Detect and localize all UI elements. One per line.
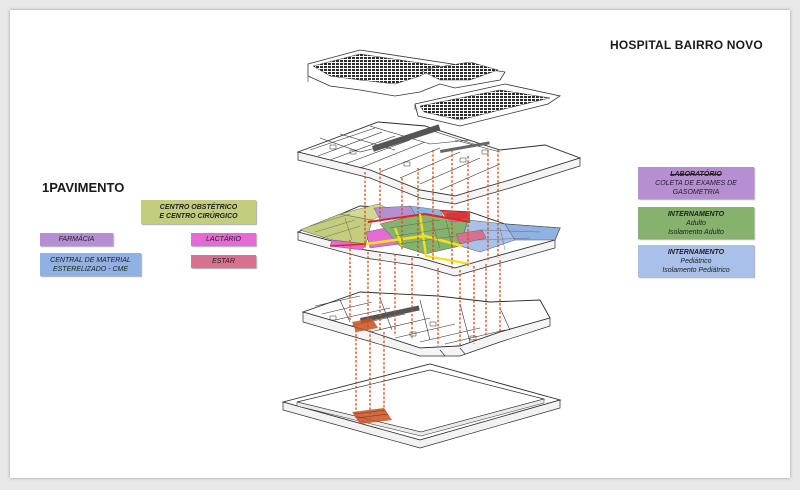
- legend-label: Isolamento Adulto: [668, 228, 724, 236]
- upper-floor: [296, 121, 582, 205]
- legend-laboratory: LABORATÓRIO COLETA DE EXAMES DE GASOMETR…: [638, 167, 754, 199]
- legend-label: COLETA DE EXAMES DE: [655, 179, 737, 187]
- floor-label: 1PAVIMENTO: [42, 180, 125, 195]
- legend-label: Adulto: [686, 219, 706, 227]
- exploded-axonometric-diagram: HOSPITAL BAIRRO NOVO 1PAVIMENTO CENTRO O…: [10, 10, 790, 478]
- legend-sterilized-material-center: CENTRAL DE MATERIAL ESTERELIZADO - CME: [40, 253, 141, 276]
- legend-label: ESTERELIZADO - CME: [52, 265, 129, 273]
- legend-pediatric-ward: INTERNAMENTO Pediátrico Isolamento Pediá…: [638, 245, 754, 277]
- legend-obstetric-surgical-center: CENTRO OBSTÉTRICO E CENTRO CIRÚRGICO: [141, 200, 256, 224]
- legend-label: Isolamento Pediátrico: [662, 266, 730, 274]
- basement-level: [281, 363, 562, 449]
- first-floor: [296, 203, 561, 277]
- legend-label: CENTRO OBSTÉTRICO: [159, 204, 238, 211]
- legend-label: LACTÁRIO: [205, 236, 241, 243]
- legend-label: LABORATÓRIO: [670, 170, 722, 178]
- ground-floor: [301, 291, 551, 357]
- legend-label: Pediátrico: [680, 257, 712, 265]
- legend-label: CENTRAL DE MATERIAL: [50, 256, 131, 264]
- legend-adult-ward: INTERNAMENTO Adulto Isolamento Adulto: [638, 207, 754, 239]
- legend-label: INTERNAMENTO: [667, 248, 725, 256]
- roof-level: [307, 49, 562, 127]
- legend-label: FARMÁCIA: [58, 236, 95, 243]
- legend-label: ESTAR: [212, 258, 235, 265]
- page-title: HOSPITAL BAIRRO NOVO: [610, 38, 763, 52]
- legend-lounge: ESTAR: [191, 255, 256, 268]
- legend-label: INTERNAMENTO: [667, 210, 725, 218]
- building-drawing: [281, 49, 582, 449]
- legend-label: GASOMETRIA: [672, 188, 720, 196]
- legend-label: E CENTRO CIRÚRGICO: [159, 213, 238, 220]
- legend-milk-kitchen: LACTÁRIO: [191, 233, 256, 246]
- legend-pharmacy: FARMÁCIA: [40, 233, 113, 246]
- vertical-connectors: [349, 150, 501, 418]
